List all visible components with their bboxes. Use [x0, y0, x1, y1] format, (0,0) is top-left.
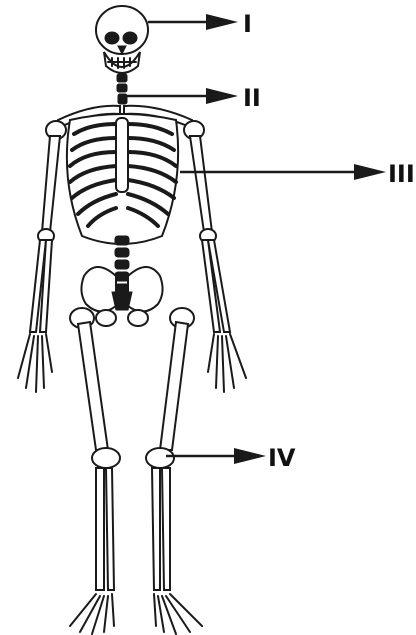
skull	[96, 6, 148, 73]
label-iv: IV	[268, 444, 296, 472]
arrow-head-i	[206, 14, 238, 30]
label-ii: II	[243, 84, 261, 112]
lumbar-spine	[115, 236, 129, 293]
rib-cage	[67, 114, 178, 244]
arrow-head-iii	[354, 164, 386, 180]
left-leg	[70, 308, 120, 634]
pointer-iii: III	[180, 160, 415, 188]
right-arm	[190, 136, 246, 392]
cervical-vertebrae	[117, 74, 127, 104]
pointer-i: I	[148, 10, 252, 38]
arrow-head-ii	[206, 88, 238, 104]
label-iii: III	[388, 160, 415, 188]
left-arm	[18, 136, 60, 392]
label-i: I	[243, 10, 252, 38]
pointer-iv: IV	[166, 444, 296, 472]
right-leg	[146, 308, 202, 634]
arrow-head-iv	[234, 448, 266, 464]
